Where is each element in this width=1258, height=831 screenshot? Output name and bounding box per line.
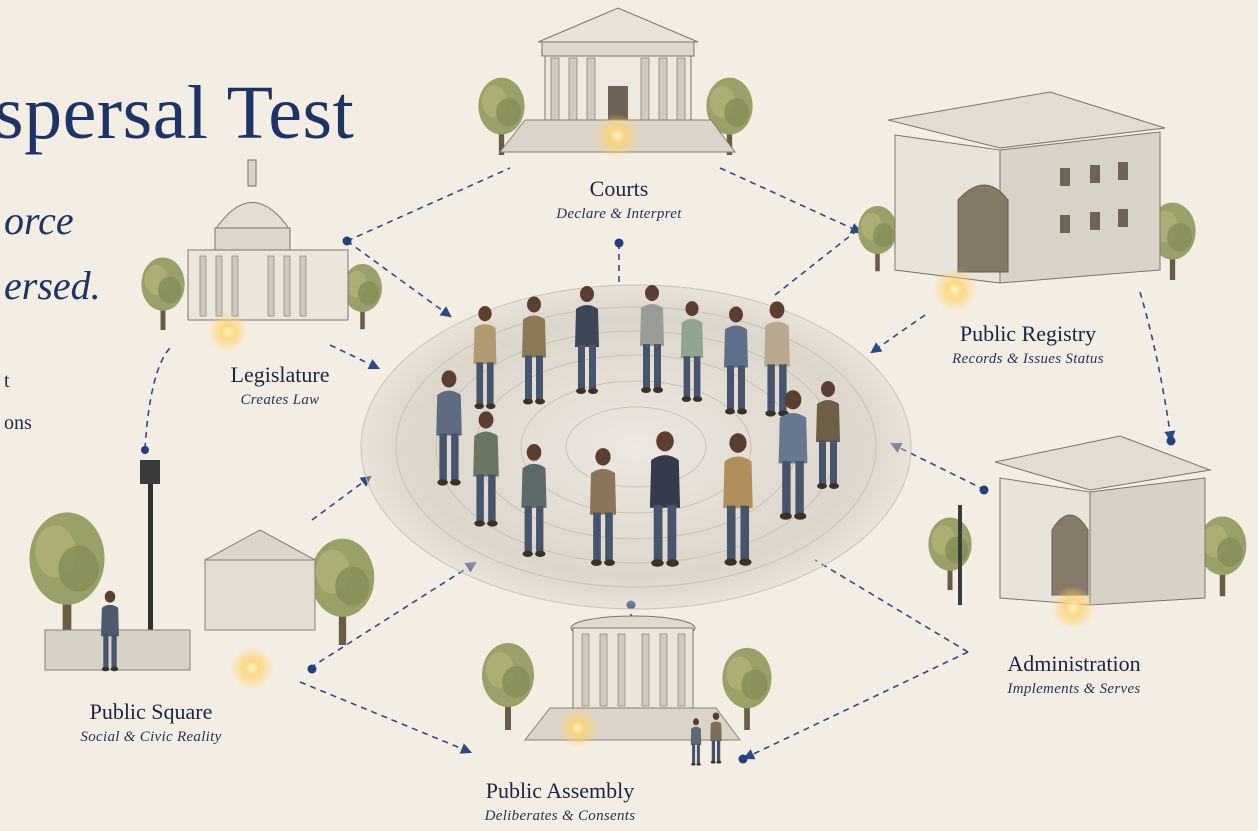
subtitle-line-2: ersed. xyxy=(4,263,101,308)
legislature-building xyxy=(141,159,382,352)
node-public-square: Public Square Social & Civic Reality xyxy=(80,699,221,746)
node-legislature-name: Legislature xyxy=(230,362,330,387)
node-administration-role: Implements & Serves xyxy=(1007,681,1141,697)
node-courts-role: Declare & Interpret xyxy=(556,206,682,222)
page-title: spersal Test xyxy=(0,71,355,155)
node-public-assembly-role: Deliberates & Consents xyxy=(484,808,636,824)
courts-building xyxy=(478,7,753,158)
node-legislature: Legislature Creates Law xyxy=(231,362,330,409)
side-text-line-1: t xyxy=(4,370,10,392)
connector-lines xyxy=(144,167,1176,760)
node-legislature-role: Creates Law xyxy=(240,392,320,408)
side-text-line-2: ons xyxy=(4,412,32,434)
node-public-registry-role: Records & Issues Status xyxy=(952,351,1104,367)
administration-building xyxy=(928,435,1247,630)
node-public-square-role: Social & Civic Reality xyxy=(80,729,222,745)
public-registry-building xyxy=(858,91,1196,312)
subtitle-line-1: orce xyxy=(4,198,74,243)
node-public-registry-name: Public Registry xyxy=(959,321,1097,346)
node-administration: Administration Implements & Serves xyxy=(1007,651,1140,698)
public-assembly-building xyxy=(482,615,772,766)
node-public-square-name: Public Square xyxy=(89,699,213,724)
public-square-scene xyxy=(29,460,375,690)
node-public-assembly-name: Public Assembly xyxy=(485,778,635,803)
node-courts-name: Courts xyxy=(589,176,649,201)
node-public-registry: Public Registry Records & Issues Status xyxy=(952,321,1104,368)
node-courts: Courts Declare & Interpret xyxy=(556,176,681,223)
node-public-assembly: Public Assembly Deliberates & Consents xyxy=(485,778,636,825)
node-administration-name: Administration xyxy=(1007,651,1141,676)
